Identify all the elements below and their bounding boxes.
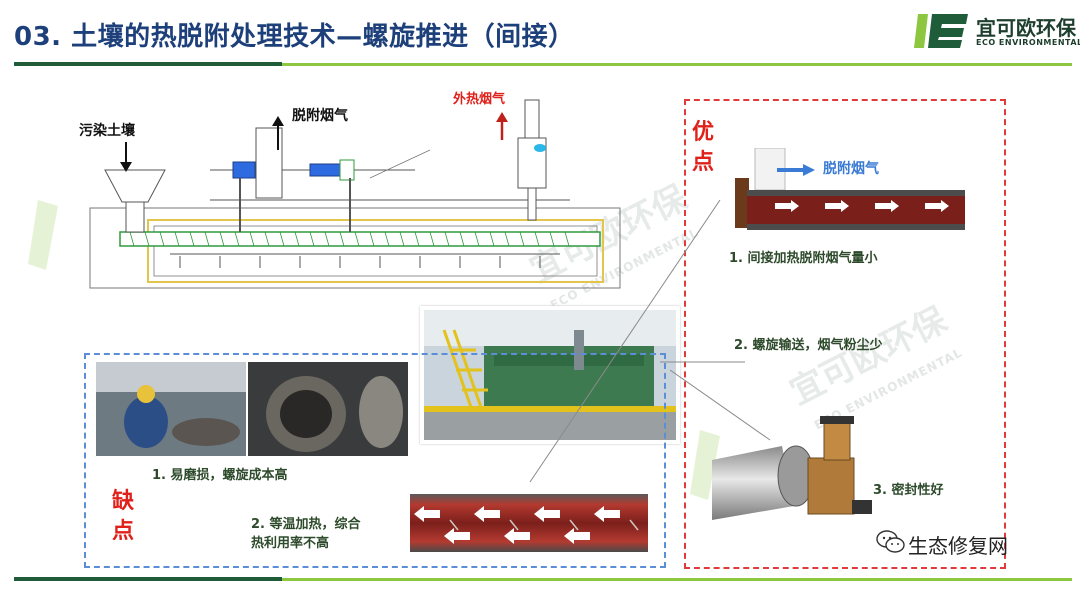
wechat-watermark-text: 生态修复网: [908, 534, 1008, 558]
worn-screw-photos: [96, 362, 408, 456]
disadvantages-title-1: 缺: [112, 489, 135, 514]
disadvantage-item-2-line1: 2. 等温加热，综合: [251, 517, 361, 532]
label-contaminated-soil: 污染土壤: [79, 123, 135, 139]
page-title: 03. 土壤的热脱附处理技术—螺旋推进（间接）: [14, 22, 575, 52]
wechat-icon: [876, 530, 905, 553]
disadvantages-title-2: 点: [112, 519, 135, 544]
footer-rule-dark: [14, 577, 282, 581]
logo-text-en: ECO ENVIRONMENTAL: [976, 38, 1080, 47]
advantage-item-2: 2. 螺旋输送，烟气粉尘少: [734, 338, 883, 353]
advantages-panel: [684, 99, 1006, 569]
disadvantage-item-1: 1. 易磨损，螺旋成本高: [152, 468, 288, 483]
label-desorption-gas: 脱附烟气: [292, 108, 348, 124]
photo-label-desorb-gas: 脱附烟气: [823, 161, 879, 177]
eco-logo-icon: [914, 14, 968, 48]
footer-rule-light: [282, 578, 1072, 581]
screw-gas-photo: [735, 148, 965, 236]
advantages-title-1: 优: [692, 120, 715, 145]
disadvantages-panel: [84, 353, 666, 568]
isothermal-screw-photo: [410, 494, 648, 552]
header-rule-dark: [14, 62, 282, 66]
watermark-logo-icon: [28, 200, 58, 270]
logo-text-cn: 宜可欧环保: [976, 16, 1076, 40]
sealed-drive-photo: [712, 410, 880, 522]
disadvantage-item-2-line2: 热利用率不高: [251, 536, 330, 551]
header-rule-light: [282, 63, 1072, 66]
label-external-heat-gas: 外热烟气: [453, 92, 506, 107]
screw-desorber-diagram: [89, 99, 621, 289]
connector-lines: [529, 200, 771, 483]
advantages-title-2: 点: [692, 150, 715, 175]
equipment-site-photo: [420, 306, 680, 444]
advantage-item-1: 1. 间接加热脱附烟气量小: [729, 251, 878, 266]
advantage-item-3: 3. 密封性好: [873, 483, 944, 498]
watermark-logo-icon-2: [690, 430, 720, 500]
